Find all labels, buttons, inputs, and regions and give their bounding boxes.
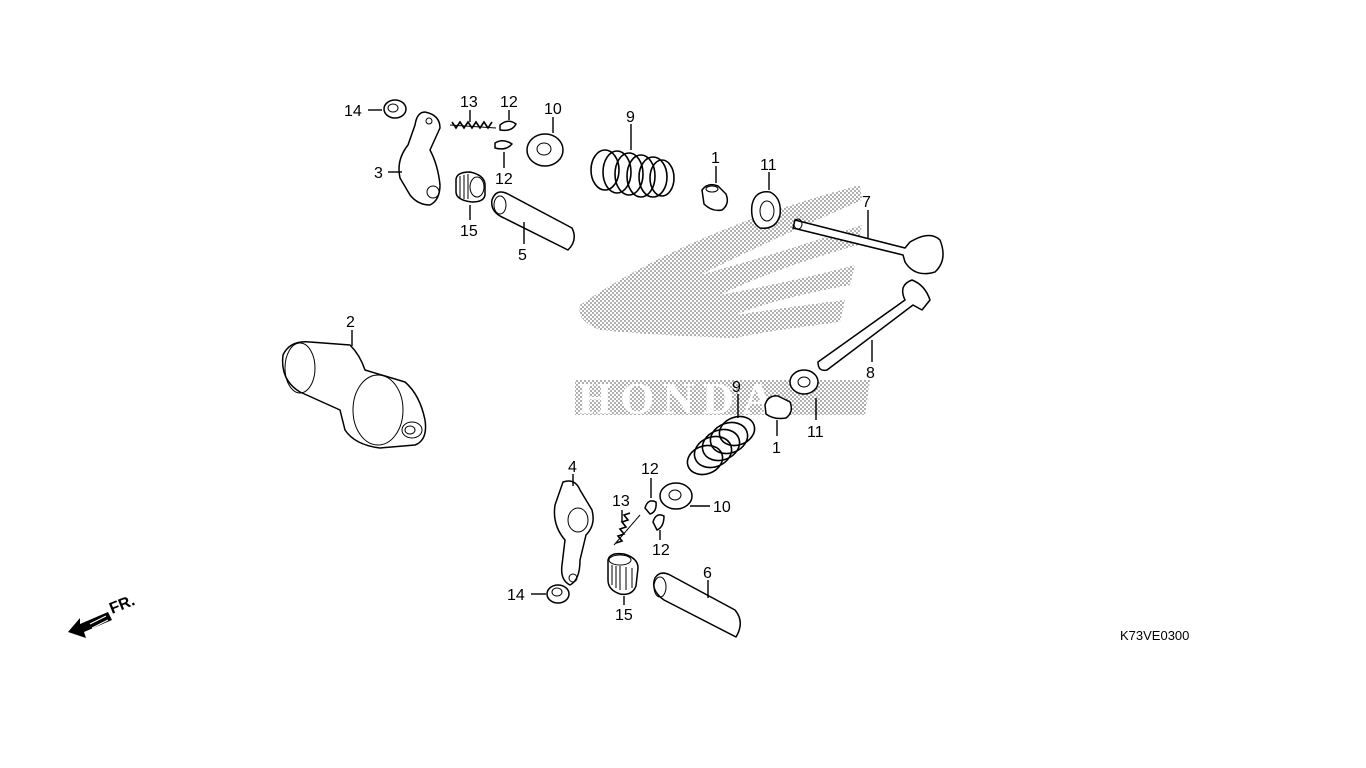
- callout-13-lower: 13: [612, 493, 630, 510]
- part-12-cotter-lower-b: [652, 514, 665, 531]
- part-1-stem-seal-lower: [764, 395, 793, 420]
- part-9-valve-spring-lower: [686, 415, 756, 476]
- callout-7: 7: [862, 194, 871, 211]
- front-direction-label: FR.: [107, 592, 137, 617]
- part-2-camshaft: [281, 341, 427, 449]
- callout-10-upper: 10: [544, 101, 562, 118]
- part-1-stem-seal-upper: [701, 183, 729, 212]
- callout-1-lower: 1: [772, 440, 781, 457]
- callout-2: 2: [346, 314, 355, 331]
- part-15-bearing-upper: [455, 171, 486, 203]
- part-13-screw-lower: [613, 512, 641, 546]
- callout-1-upper: 1: [711, 150, 720, 167]
- callout-6: 6: [703, 565, 712, 582]
- part-14-nut-lower: [546, 584, 570, 604]
- part-11-spring-seat-lower: [789, 369, 819, 395]
- part-10-retainer-upper: [526, 133, 564, 167]
- honda-wing-watermark: HONDA: [575, 185, 870, 423]
- callout-4: 4: [568, 459, 577, 476]
- callout-13-upper: 13: [460, 94, 478, 111]
- callout-11-lower: 11: [807, 424, 824, 441]
- part-11-spring-seat-upper: [750, 191, 782, 229]
- part-12-cotter-upper-a: [499, 120, 517, 132]
- part-12-cotter-lower-a: [644, 500, 657, 515]
- diagram-code: K73VE0300: [1120, 628, 1189, 643]
- callout-15-lower: 15: [615, 607, 633, 624]
- part-5-rocker-shaft: [491, 191, 575, 251]
- callout-12-upper-b: 12: [495, 171, 513, 188]
- callout-5: 5: [518, 247, 527, 264]
- callout-14-upper: 14: [344, 103, 362, 120]
- front-direction-arrow-icon: [68, 612, 112, 638]
- callout-12-lower-b: 12: [652, 542, 670, 559]
- callout-10-lower: 10: [713, 499, 731, 516]
- part-13-screw-upper: [449, 120, 497, 130]
- part-7-valve: [792, 218, 944, 275]
- callout-8: 8: [866, 365, 875, 382]
- brand-watermark-text: HONDA: [578, 374, 782, 423]
- part-14-nut-upper: [383, 99, 407, 119]
- callout-9-upper: 9: [626, 109, 635, 126]
- callout-12-lower-a: 12: [641, 461, 659, 478]
- part-4-rocker-arm: [553, 480, 594, 586]
- part-3-rocker-arm: [398, 111, 441, 206]
- part-10-retainer-lower: [659, 482, 693, 510]
- callout-14-lower: 14: [507, 587, 525, 604]
- callout-9-lower: 9: [732, 379, 741, 396]
- part-9-valve-spring-upper: [590, 149, 675, 198]
- part-6-rocker-shaft: [652, 572, 741, 638]
- part-8-valve: [817, 279, 931, 372]
- part-12-cotter-upper-b: [494, 140, 513, 150]
- part-15-bearing-lower: [607, 552, 639, 596]
- callout-12-upper-a: 12: [500, 94, 518, 111]
- callout-11-upper: 11: [760, 157, 777, 174]
- callout-15-upper: 15: [460, 223, 478, 240]
- callout-3: 3: [374, 165, 383, 182]
